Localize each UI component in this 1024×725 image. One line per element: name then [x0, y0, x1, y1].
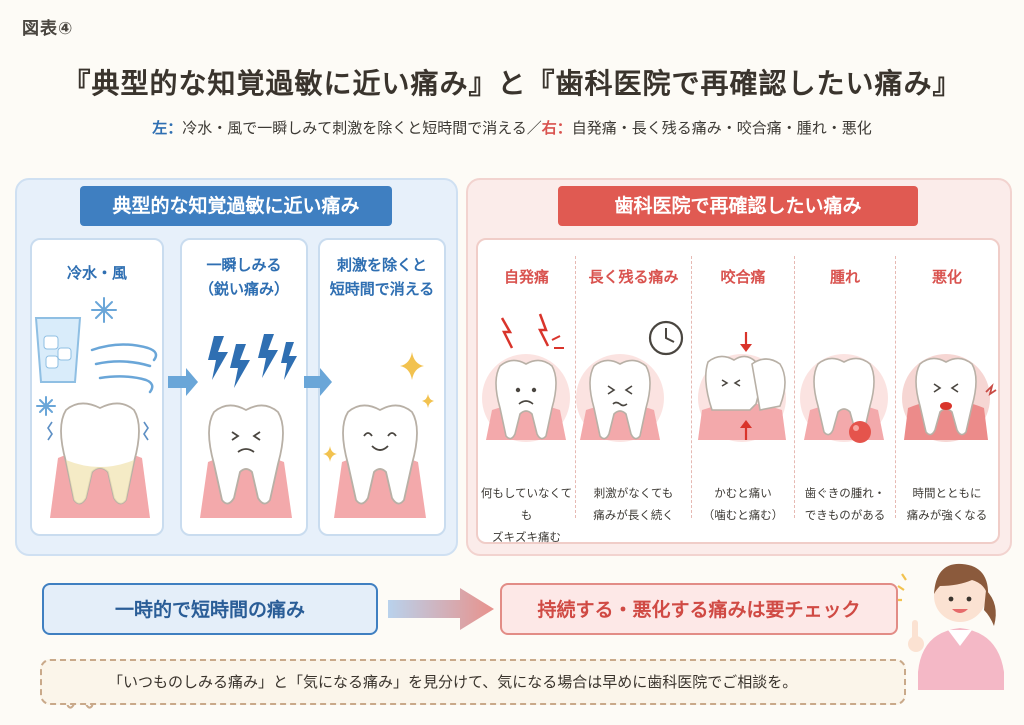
wind-icon	[90, 343, 158, 394]
arrow-right-icon	[168, 368, 198, 396]
temporary-pain-box: 一時的で短時間の痛み	[42, 583, 378, 635]
desc-line: できものがある	[804, 508, 886, 522]
needs-check-box: 持続する・悪化する痛みは要チェック	[500, 583, 898, 635]
step-subtitle: 短時間で消える	[329, 280, 435, 298]
snowflake-icon	[91, 297, 117, 323]
page-title: 『典型的な知覚過敏に近い痛み』と『歯科医院で再確認したい痛み』	[62, 67, 962, 100]
column-title-lingering-pain: 長く残る痛み	[588, 268, 679, 286]
column-title-spontaneous-pain: 自発痛	[503, 268, 549, 286]
step-title: 刺激を除くと	[336, 256, 427, 274]
column-desc: かむと痛い （噛むと痛む）	[692, 482, 794, 526]
column-desc: 時間とともに痛みが強くなる	[896, 482, 998, 526]
column-title-swelling: 腫れ	[829, 268, 860, 286]
desc-line: 痛みが長く続く	[593, 508, 674, 522]
tooth-wincing-icon	[200, 404, 292, 518]
tooth-worsening-icon	[902, 354, 997, 442]
tooth-spontaneous-pain-icon	[482, 313, 570, 442]
lightning-icon	[208, 334, 297, 388]
desc-line: ズキズキ痛む	[492, 530, 561, 544]
advice-note-text: 「いつものしみる痛み」と「気になる痛み」を見分けて、気になる場合は早めに歯科医院…	[108, 673, 798, 691]
column-desc: 歯ぐきの腫れ・できものがある	[795, 482, 895, 526]
desc-line: 刺激がなくても	[593, 486, 674, 500]
tooth-swelling-icon	[800, 354, 888, 443]
dentist-character-icon	[894, 563, 1004, 690]
column-title-bite-pain: 咬合痛	[720, 268, 766, 286]
subtitle-left-text: 冷水・風で一瞬しみて刺激を除くと短時間で消える／	[182, 119, 542, 137]
ice-water-glass-icon	[34, 317, 82, 383]
divider	[794, 256, 795, 518]
transition-arrow-icon	[388, 588, 494, 630]
subtitle: 左：冷水・風で一瞬しみて刺激を除くと短時間で消える／右：自発痛・長く残る痛み・咬…	[0, 117, 1024, 138]
divider	[895, 256, 896, 518]
tooth-cold-icon	[47, 402, 150, 518]
arrow-right-icon	[304, 368, 332, 396]
subtitle-left-tag: 左：	[152, 119, 183, 137]
tooth-happy-icon	[334, 404, 426, 518]
left-panel-heading: 典型的な知覚過敏に近い痛み	[80, 186, 392, 226]
column-desc: 何もしていなくてもズキズキ痛む	[478, 482, 575, 548]
tooth-lingering-pain-icon	[576, 354, 664, 442]
subtitle-right-text: 自発痛・長く残る痛み・咬合痛・腫れ・悪化	[571, 119, 872, 137]
step-title: 一瞬しみる	[206, 256, 282, 274]
desc-line: 時間とともに	[912, 486, 982, 500]
desc-line: （噛むと痛む）	[702, 508, 784, 522]
desc-line: 痛みが強くなる	[906, 508, 988, 522]
advice-note: 「いつものしみる痛み」と「気になる痛み」を見分けて、気になる場合は早めに歯科医院…	[40, 659, 906, 705]
desc-line: 何もしていなくても	[480, 486, 573, 522]
divider	[575, 256, 576, 518]
snowflake-icon	[36, 396, 56, 416]
desc-line: 歯ぐきの腫れ・	[804, 486, 886, 500]
column-desc: 刺激がなくても痛みが長く続く	[576, 482, 691, 526]
figure-label: 図表④	[22, 19, 74, 39]
step-title: 冷水・風	[66, 264, 127, 282]
desc-line: かむと痛い	[714, 486, 772, 500]
divider	[691, 256, 692, 518]
subtitle-right-tag: 右：	[541, 119, 572, 137]
right-panel-heading: 歯科医院で再確認したい痛み	[558, 186, 918, 226]
sparkle-icon	[323, 352, 434, 462]
clock-icon	[648, 320, 684, 356]
column-title-worsening: 悪化	[931, 268, 962, 286]
step-subtitle: （鋭い痛み）	[198, 280, 289, 298]
tooth-bite-pain-icon	[698, 332, 786, 442]
